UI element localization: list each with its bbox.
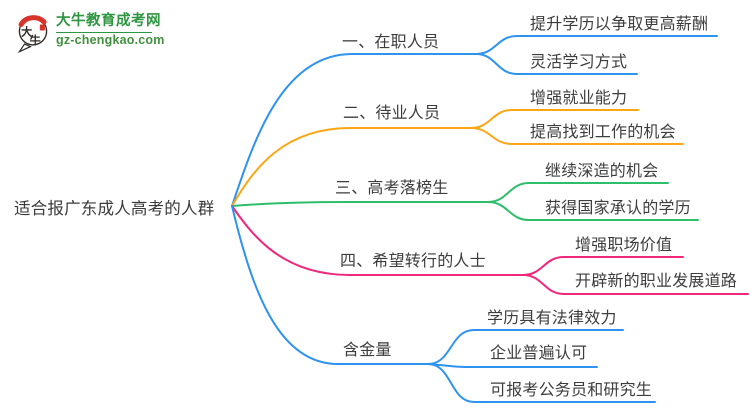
branch-4-child-1-line [522, 256, 684, 276]
child-node-2-1: 增强就业能力 [530, 90, 628, 107]
branch-3-child-2-line [487, 201, 699, 221]
branch-2-child-1-line [470, 109, 639, 129]
branch-5-child-3-line [427, 363, 656, 403]
branch-4-child-2-line [522, 274, 749, 295]
child-node-3-2: 获得国家承认的学历 [545, 200, 691, 217]
branch-1-line [231, 53, 477, 207]
branch-4-line [231, 205, 524, 276]
site-logo: 大 牛 大牛教育成考网 gz-chengkao.com [16, 13, 165, 53]
branch-node-5: 含金量 [343, 342, 392, 359]
daniu-logo-icon: 大 牛 [17, 15, 48, 53]
branch-3-child-1-line [487, 182, 669, 203]
svg-text:大: 大 [21, 25, 32, 39]
branch-1-child-2-line [475, 53, 638, 75]
branch-2-line [231, 127, 472, 207]
branch-node-3: 三、高考落榜生 [335, 180, 449, 197]
svg-text:牛: 牛 [30, 33, 41, 47]
branch-5-child-2-line [427, 363, 598, 368]
child-node-1-1: 提升学历以争取更高薪酬 [530, 16, 709, 33]
child-node-4-1: 增强职场价值 [575, 237, 673, 254]
child-node-5-3: 可报考公务员和研究生 [490, 382, 653, 399]
child-node-3-1: 继续深造的机会 [545, 163, 659, 180]
branch-3-line [231, 201, 489, 207]
child-node-2-2: 提高找到工作的机会 [530, 124, 676, 141]
child-node-4-2: 开辟新的职业发展道路 [575, 273, 738, 290]
child-node-5-1: 学历具有法律效力 [487, 310, 617, 327]
branch-1-child-1-line [475, 35, 718, 55]
branch-node-4: 四、希望转行的人士 [340, 253, 486, 270]
branch-5-child-1-line [427, 329, 624, 365]
branch-node-2: 二、待业人员 [343, 105, 441, 122]
logo-text-block: 大牛教育成考网 gz-chengkao.com [56, 13, 165, 47]
branch-2-child-2-line [470, 127, 684, 145]
branch-5-line [231, 205, 429, 365]
branch-node-1: 一、在职人员 [342, 34, 440, 51]
child-node-5-2: 企业普遍认可 [490, 345, 588, 362]
child-node-1-2: 灵活学习方式 [530, 54, 628, 71]
logo-title: 大牛教育成考网 [56, 13, 161, 29]
logo-url: gz-chengkao.com [56, 33, 165, 47]
mindmap-root-node: 适合报广东成人高考的人群 [14, 200, 215, 218]
logo-divider [56, 32, 152, 33]
